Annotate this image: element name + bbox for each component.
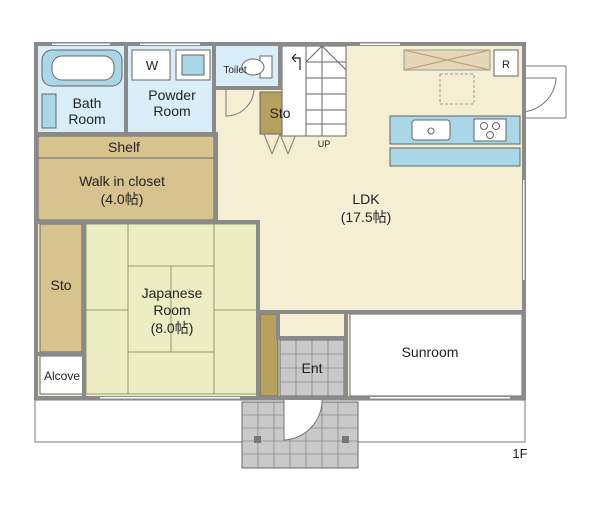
sunroom-label: Sunroom [402,344,459,360]
japanese-room-label-1: Japanese [142,285,203,301]
stairs-up-label: UP [318,139,331,149]
kitchen-bar [389,147,521,167]
east-balcony [519,65,567,119]
hall-storage-door [263,133,297,155]
sunroom-area [349,313,523,397]
washer-box [131,49,171,81]
ldk-label-1: LDK [352,191,380,207]
ldk-label-2: (17.5帖) [341,209,392,225]
burner-3 [486,131,494,139]
west-storage-area [39,223,83,353]
burner-2 [492,122,500,130]
sink-drain [427,127,435,135]
staircase [281,45,347,137]
floor-label: 1F [512,446,527,461]
west-storage-label: Sto [50,277,71,293]
toilet-bowl [241,58,265,76]
walkin-closet-label-1: Walk in closet [79,173,165,189]
entry-wood-panel [259,313,279,397]
pantry-cabinet [439,73,475,105]
sink-basin [181,54,205,76]
powder-room-label-2: Room [153,103,190,119]
window-breaks [52,43,525,399]
fridge-box [493,49,519,77]
kitchen-sink [411,119,451,141]
washer-label: W [146,58,159,73]
alcove-label: Alcove [44,369,80,383]
toilet-label: Toilet [223,65,247,76]
balcony-door-swing [519,77,557,113]
tatami-lines [86,224,258,394]
pantry-shelf-cross [403,49,491,71]
hall-storage-label: Sto [269,105,290,121]
bath-step [41,93,57,129]
bath-room-label-1: Bath [73,95,102,111]
bathtub-basin [51,55,115,81]
walkin-closet-label-2: (4.0帖) [101,191,144,207]
walkin-closet-area [37,157,215,221]
fridge-label: R [502,59,510,71]
japanese-room-label-3: (8.0帖) [151,320,194,336]
entry-door-swing [283,399,323,441]
entrance-tiles [280,340,344,396]
porch-post-left [254,436,261,443]
cooktop [473,118,507,142]
shelf-label: Shelf [108,139,140,155]
powder-room-label-1: Powder [148,87,196,103]
porch-post-right [342,436,349,443]
toilet-door-swing [225,87,255,117]
japanese-room-area [85,223,259,395]
entrance-label: Ent [301,360,322,376]
window-lines [52,42,526,400]
japanese-room-label-2: Room [153,302,190,318]
bath-room-label-2: Room [68,111,105,127]
burner-1 [480,122,488,130]
